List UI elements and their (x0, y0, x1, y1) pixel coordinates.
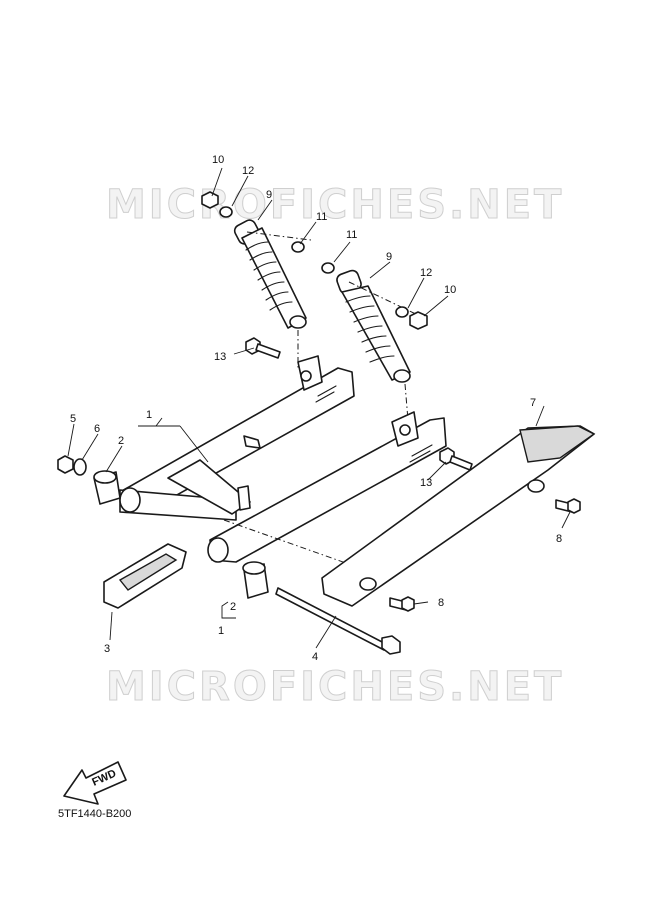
watermark-bottom: MICROFICHES.NET (106, 664, 564, 710)
chain-guide-3 (103, 543, 187, 609)
callout-4: 4 (312, 651, 318, 663)
callout-8-lower: 8 (438, 597, 444, 609)
collar-2-right-end (242, 561, 266, 575)
washer-11-lower (321, 262, 335, 274)
watermark-top: MICROFICHES.NET (106, 182, 564, 228)
diagram-code: 5TF1440-B200 (58, 808, 132, 820)
callout-13-upper: 13 (214, 351, 226, 363)
callout-8-right: 8 (556, 533, 562, 545)
shock-absorber-right (336, 269, 411, 383)
washer-12-lower (395, 306, 409, 318)
axis-line (246, 231, 312, 241)
axis-line (223, 519, 361, 569)
washer-6 (73, 458, 87, 476)
callout-2-lower: 2 (230, 601, 236, 613)
washer-12-upper (219, 206, 233, 218)
bolt-13-lower (439, 447, 473, 471)
bolt-8-lower (389, 596, 415, 612)
callout-7: 7 (530, 397, 536, 409)
pivot-shaft-4 (275, 587, 401, 655)
callout-12-lower: 12 (420, 267, 432, 279)
washer-11-upper (291, 241, 305, 253)
nut-10-lower (409, 311, 428, 330)
callout-13-lower: 13 (420, 477, 432, 489)
collar-2-left-end (93, 470, 117, 484)
nut-5 (57, 455, 74, 474)
swingarm (119, 355, 447, 563)
chain-case-7 (321, 425, 596, 607)
callout-2-upper: 2 (118, 435, 124, 447)
callout-1-upper: 1 (146, 409, 152, 421)
callout-12-upper: 12 (242, 165, 254, 177)
callout-6: 6 (94, 423, 100, 435)
axis-line (404, 383, 409, 421)
callout-10-lower: 10 (444, 284, 456, 296)
callout-9-lower: 9 (386, 251, 392, 263)
callout-11-upper: 11 (316, 211, 327, 223)
callout-5: 5 (70, 413, 76, 425)
callout-3: 3 (104, 643, 110, 655)
bolt-13-upper (245, 337, 281, 359)
callout-10-upper: 10 (212, 154, 224, 166)
fwd-arrow-icon: FWD (63, 761, 127, 805)
callout-1-lower: 1 (218, 625, 224, 637)
leader-lines (67, 167, 571, 649)
shock-absorber-left (233, 219, 307, 329)
callout-9-upper: 9 (266, 189, 272, 201)
nut-10-upper (201, 191, 219, 209)
bolt-8-right (555, 498, 581, 514)
callout-11-lower: 11 (346, 229, 357, 241)
callout-labels: 10 12 9 11 11 9 12 10 13 13 7 8 8 4 3 5 … (70, 154, 562, 663)
